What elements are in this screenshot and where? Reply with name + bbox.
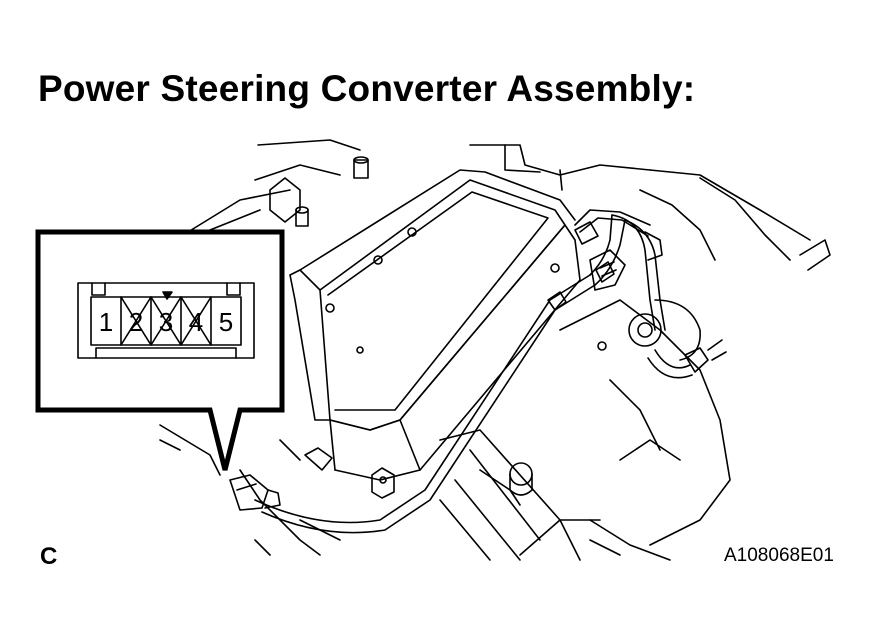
pin-number: 1 bbox=[99, 307, 113, 337]
pin-number: 3 bbox=[159, 307, 173, 337]
pin-number: 4 bbox=[189, 307, 203, 337]
view-label: C bbox=[40, 543, 58, 570]
pin-number: 2 bbox=[129, 307, 143, 337]
figure-id: A108068E01 bbox=[724, 545, 834, 566]
page-title: Power Steering Converter Assembly: bbox=[38, 68, 696, 109]
pin-number: 5 bbox=[219, 307, 233, 337]
connector-face: 1 2 3 4 5 bbox=[77, 282, 255, 359]
wire-harness bbox=[229, 209, 727, 534]
unused-pin-marks bbox=[120, 296, 212, 346]
converter-box bbox=[289, 169, 607, 499]
